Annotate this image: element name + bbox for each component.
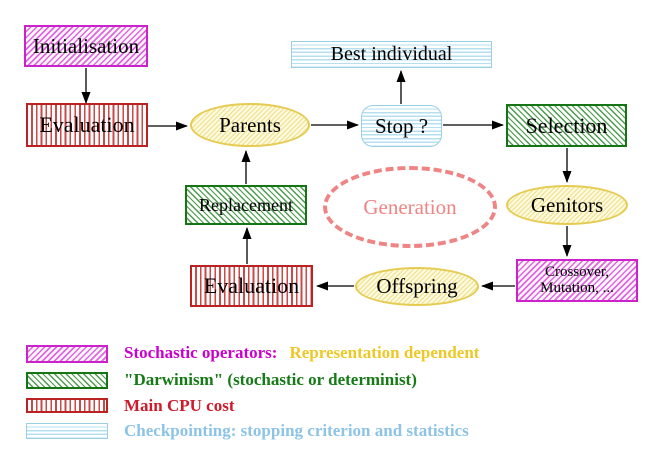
node-offspring-label: Offspring [376, 274, 458, 299]
legend-item-main-cpu-cost: Main CPU cost [124, 396, 234, 416]
node-selection: Selection [506, 104, 627, 147]
legend-item-checkpointing: Checkpointing: stopping criterion and st… [124, 421, 469, 441]
node-crossover-label-line1: Crossover, [545, 263, 609, 280]
node-parents: Parents [190, 103, 310, 147]
node-selection-label: Selection [525, 112, 608, 138]
legend-label-main-cpu-cost: Main CPU cost [124, 396, 235, 415]
node-genitors-label: Genitors [530, 192, 604, 217]
node-genitors: Genitors [506, 185, 628, 225]
node-best-individual-label: Best individual [330, 43, 453, 65]
legend-swatch-stochastic-operators [26, 345, 108, 363]
node-generation: Generation [323, 166, 497, 248]
node-stop: Stop ? [361, 105, 442, 147]
node-offspring: Offspring [355, 267, 479, 306]
legend-swatch-darwinism [26, 372, 108, 389]
node-evaluation-bottom-label: Evaluation [203, 273, 300, 299]
legend-swatch-main-cpu-cost [26, 398, 108, 413]
node-replacement: Replacement [185, 185, 307, 225]
node-parents-label: Parents [219, 112, 281, 137]
node-replacement-label: Replacement [199, 194, 293, 215]
node-evaluation-top-label: Evaluation [39, 112, 135, 138]
node-generation-label: Generation [363, 194, 457, 219]
legend-swatch-checkpointing [26, 423, 108, 439]
legend-label-checkpointing: Checkpointing: stopping criterion and st… [124, 421, 469, 440]
legend-label-representation-dependent: Representation dependent [289, 343, 480, 362]
node-evaluation-top: Evaluation [26, 103, 148, 147]
legend-item-darwinism: "Darwinism" (stochastic or determinist) [124, 370, 417, 390]
node-crossover-label-line2: Mutation, ... [540, 279, 614, 296]
node-initialisation-label: Initialisation [32, 33, 140, 58]
legend-item-stochastic-operators: Stochastic operators: Representation depe… [124, 343, 479, 363]
node-crossover-mutation: Crossover, Mutation, ... [516, 259, 638, 302]
node-stop-label: Stop ? [374, 113, 429, 138]
node-evaluation-bottom: Evaluation [190, 265, 313, 307]
legend-label-stochastic-operators: Stochastic operators: [124, 343, 278, 362]
node-best-individual: Best individual [291, 41, 492, 68]
legend-label-darwinism: "Darwinism" (stochastic or determinist) [124, 370, 417, 389]
node-initialisation: Initialisation [24, 25, 148, 67]
